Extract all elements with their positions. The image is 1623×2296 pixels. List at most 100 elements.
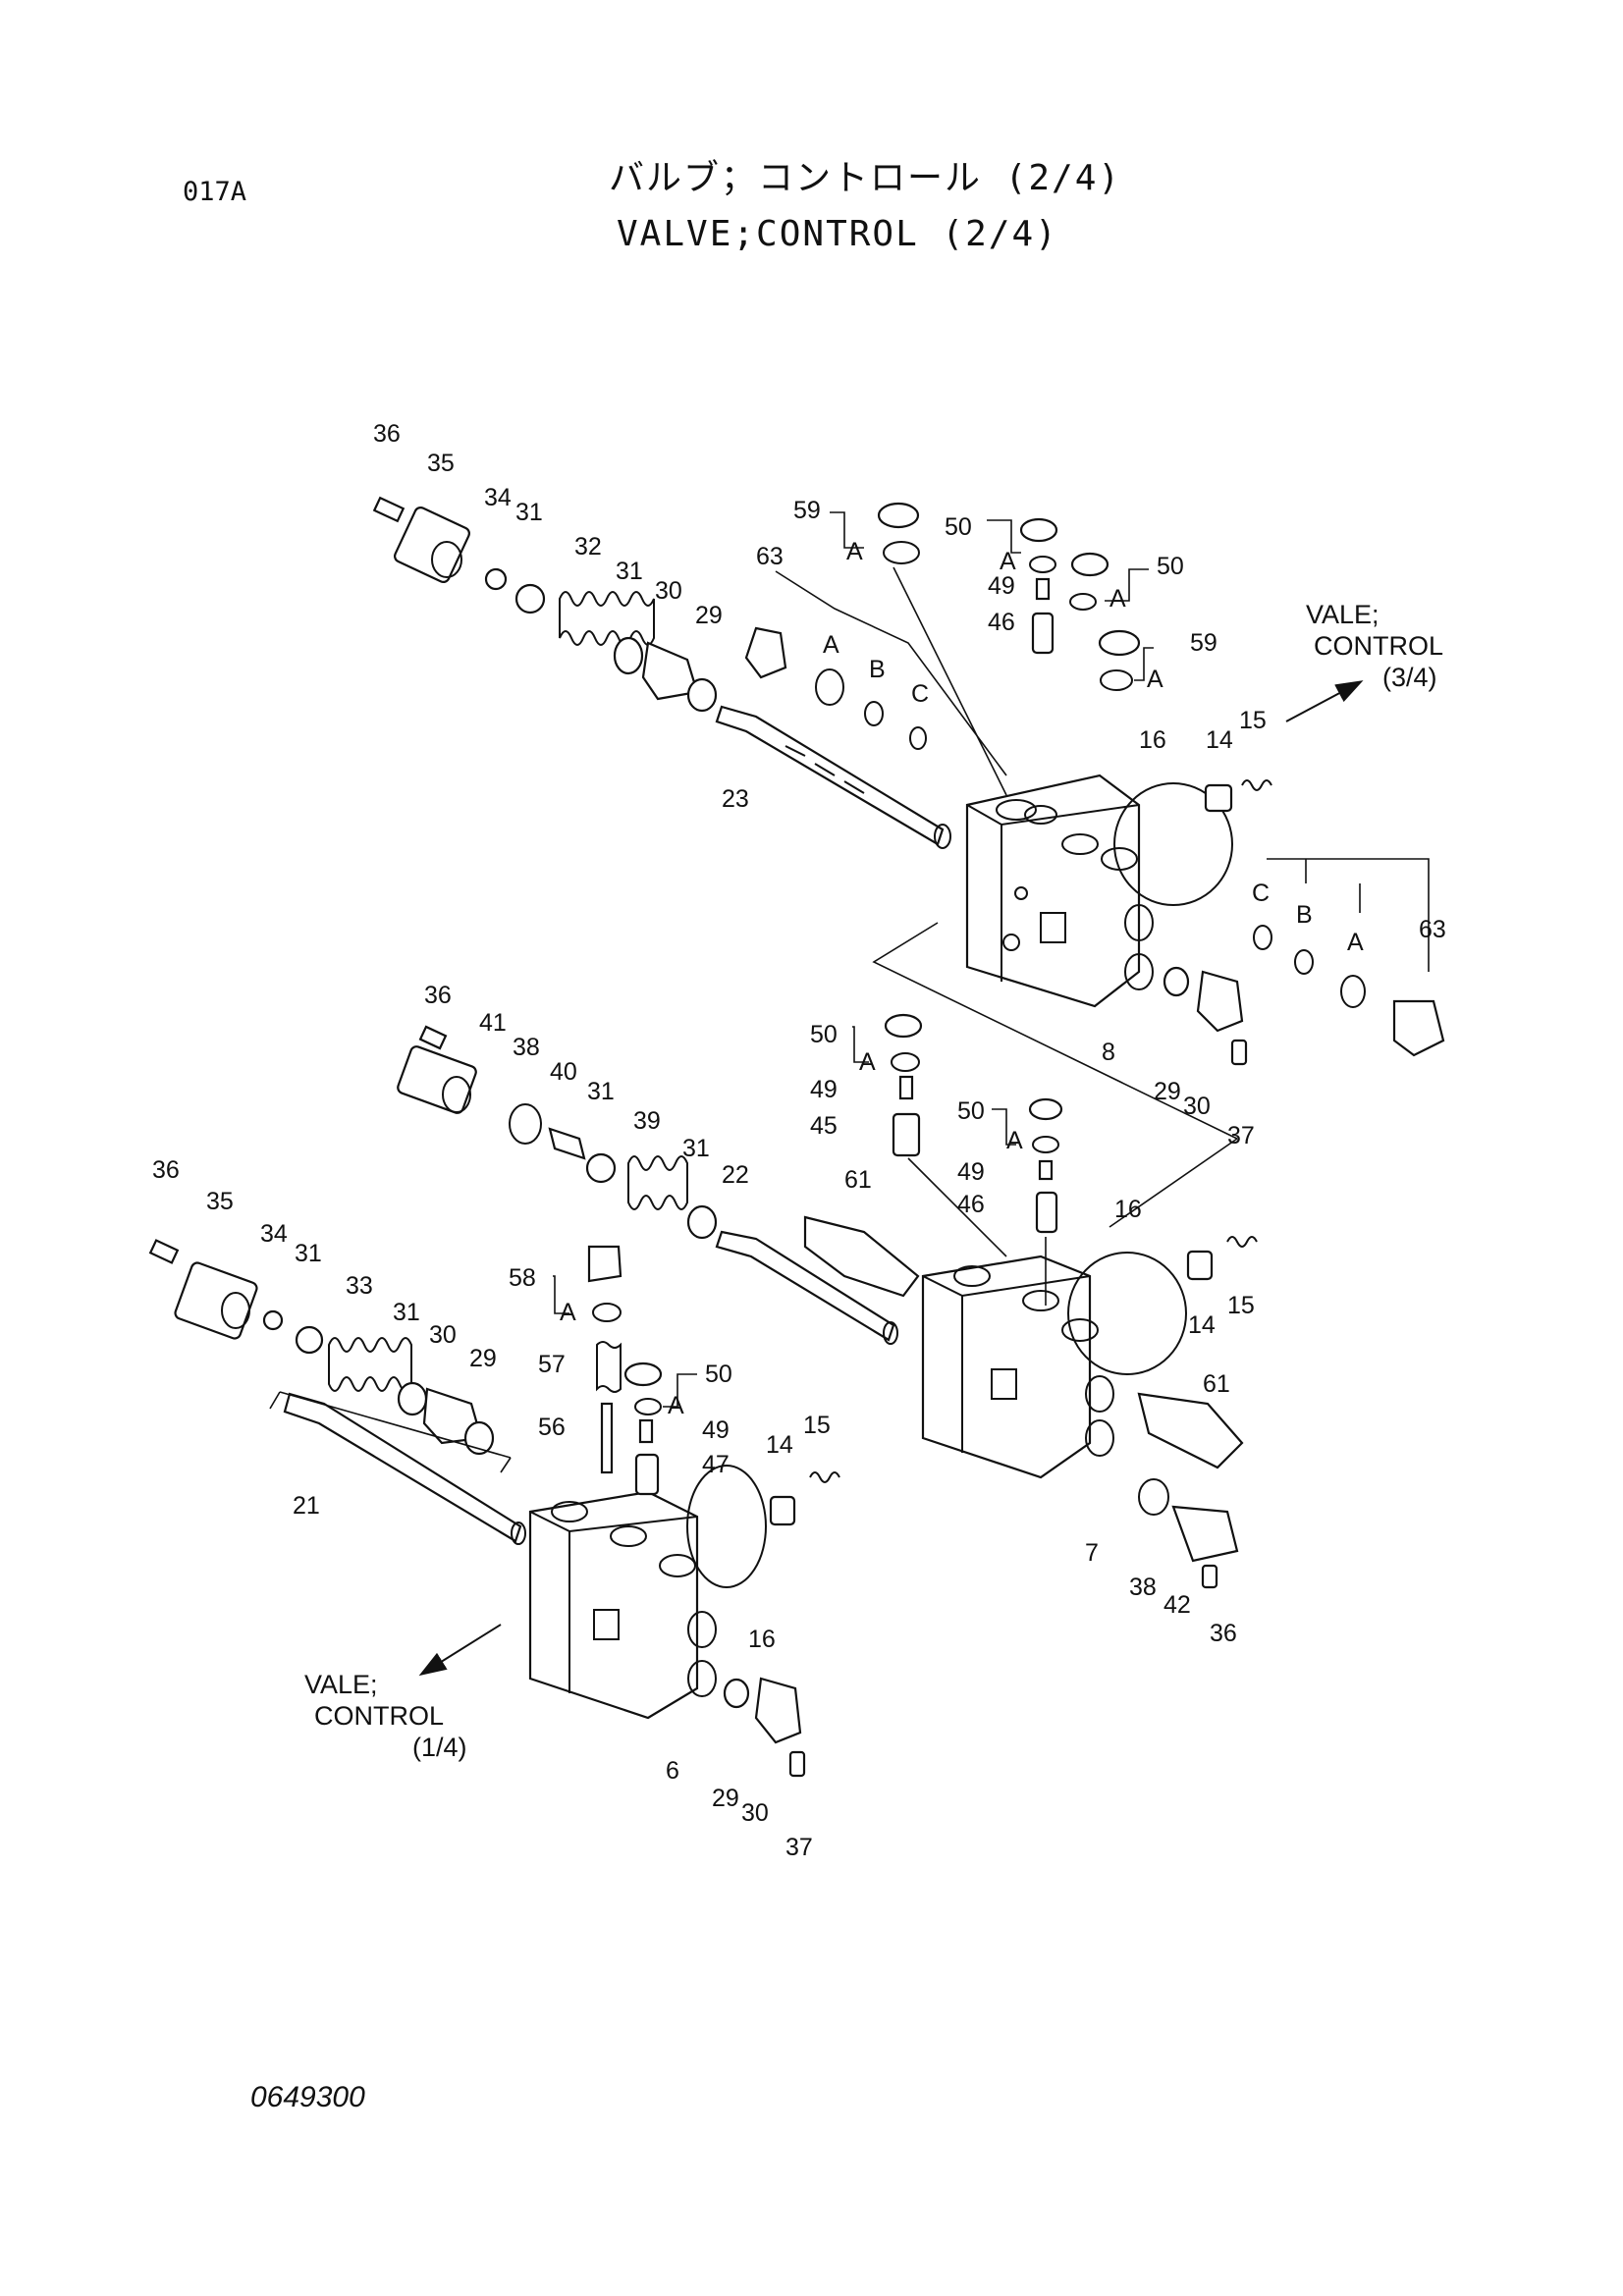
valve-section-7 (921, 1255, 1114, 1479)
callout-b: B (1296, 901, 1313, 929)
callout-29: 29 (469, 1345, 497, 1372)
callout-31: 31 (682, 1135, 710, 1162)
drawing-number: 0649300 (250, 2081, 365, 2113)
spool-22 (715, 1230, 898, 1345)
callout-33: 33 (346, 1272, 373, 1300)
callout-a: A (1000, 548, 1016, 575)
callout-14: 14 (1206, 726, 1233, 754)
callout-a: A (859, 1048, 876, 1076)
callout-a: A (823, 631, 839, 659)
callout-59: 59 (1190, 629, 1217, 657)
callout-a: A (1347, 929, 1364, 956)
callout-31: 31 (616, 558, 643, 585)
callout-36: 36 (424, 982, 452, 1009)
leader-lines-top (775, 511, 1430, 1228)
callout-38: 38 (513, 1034, 540, 1061)
callout-23: 23 (722, 785, 749, 813)
callout-29: 29 (695, 602, 723, 629)
callout-32: 32 (574, 533, 602, 561)
leader-lines-middle (852, 1026, 1047, 1306)
leader-lines-bottom (269, 1275, 697, 1473)
callout-15: 15 (803, 1412, 831, 1439)
callout-a: A (1147, 666, 1163, 693)
callout-16: 16 (748, 1626, 776, 1653)
callout-39: 39 (633, 1107, 661, 1135)
callout-7: 7 (1085, 1539, 1099, 1567)
callout-c: C (911, 680, 929, 708)
callout-35: 35 (427, 450, 455, 477)
spool-21 (283, 1392, 526, 1545)
callout-31: 31 (295, 1240, 322, 1267)
callout-49: 49 (957, 1158, 985, 1186)
callout-15: 15 (1239, 707, 1267, 734)
callout-63: 63 (756, 543, 784, 570)
callout-15: 15 (1227, 1292, 1255, 1319)
callout-labels: 36 35 34 31 32 31 30 29 23 63 A B C 59 A… (152, 420, 1446, 1861)
callout-16: 16 (1114, 1196, 1142, 1223)
callout-50: 50 (1157, 553, 1184, 580)
callout-36: 36 (1210, 1620, 1237, 1647)
title-english: VALVE;CONTROL (2/4) (617, 214, 1058, 254)
callout-56: 56 (538, 1414, 566, 1441)
callout-57: 57 (538, 1351, 566, 1378)
callout-36: 36 (373, 420, 401, 448)
callout-35: 35 (206, 1188, 234, 1215)
callout-31: 31 (393, 1299, 420, 1326)
spool-23 (715, 705, 951, 849)
callout-36: 36 (152, 1156, 180, 1184)
callout-14: 14 (766, 1431, 793, 1459)
callout-8: 8 (1102, 1039, 1115, 1066)
callout-22: 22 (722, 1161, 749, 1189)
callout-16: 16 (1139, 726, 1166, 754)
callout-37: 37 (785, 1834, 813, 1861)
page-code: 017A (183, 177, 247, 207)
callout-61: 61 (1203, 1370, 1230, 1398)
ref-top-line-1: VALE; (1306, 600, 1380, 629)
callout-b: B (869, 656, 886, 683)
callout-46: 46 (988, 609, 1015, 636)
spring-assembly-bottom (148, 1239, 495, 1456)
callout-30: 30 (655, 577, 682, 605)
callout-46: 46 (957, 1191, 985, 1218)
callout-c: C (1252, 880, 1270, 907)
callout-34: 34 (260, 1220, 288, 1248)
ref-top-line-2: CONTROL (1314, 631, 1443, 661)
callout-50: 50 (705, 1361, 732, 1388)
callout-21: 21 (293, 1492, 320, 1520)
ref-bottom-line-3: (1/4) (412, 1733, 467, 1762)
callout-41: 41 (479, 1009, 507, 1037)
callout-a: A (846, 538, 863, 565)
ref-top-line-3: (3/4) (1382, 663, 1437, 692)
title-japanese: バルブ；コントロール (2/4) (609, 158, 1122, 198)
callout-49: 49 (810, 1076, 838, 1103)
spring-assembly-top (372, 496, 718, 713)
callout-29: 29 (1154, 1078, 1181, 1105)
caps-and-plugs-bottom (587, 1245, 840, 1778)
ref-arrow-top (1285, 680, 1364, 722)
ref-bottom-line-1: VALE; (304, 1670, 378, 1699)
callout-63: 63 (1419, 916, 1446, 943)
callout-29: 29 (712, 1785, 739, 1812)
callout-50: 50 (945, 513, 972, 541)
callout-a: A (1006, 1127, 1023, 1154)
callout-31: 31 (587, 1078, 615, 1105)
caps-and-plugs-middle (884, 1013, 1258, 1589)
caps-and-plugs-top (744, 502, 1445, 1066)
ref-bottom-line-2: CONTROL (314, 1701, 444, 1731)
callout-42: 42 (1163, 1591, 1191, 1619)
callout-58: 58 (509, 1264, 536, 1292)
callout-50: 50 (957, 1097, 985, 1125)
callout-40: 40 (550, 1058, 577, 1086)
callout-59: 59 (793, 497, 821, 524)
callout-61: 61 (844, 1166, 872, 1194)
callout-45: 45 (810, 1112, 838, 1140)
callout-50: 50 (810, 1021, 838, 1048)
callout-a: A (560, 1299, 576, 1326)
callout-31: 31 (515, 499, 543, 526)
callout-49: 49 (702, 1416, 730, 1444)
callout-a: A (1109, 585, 1126, 613)
callout-38: 38 (1129, 1574, 1157, 1601)
valve-section-8 (965, 774, 1154, 1008)
